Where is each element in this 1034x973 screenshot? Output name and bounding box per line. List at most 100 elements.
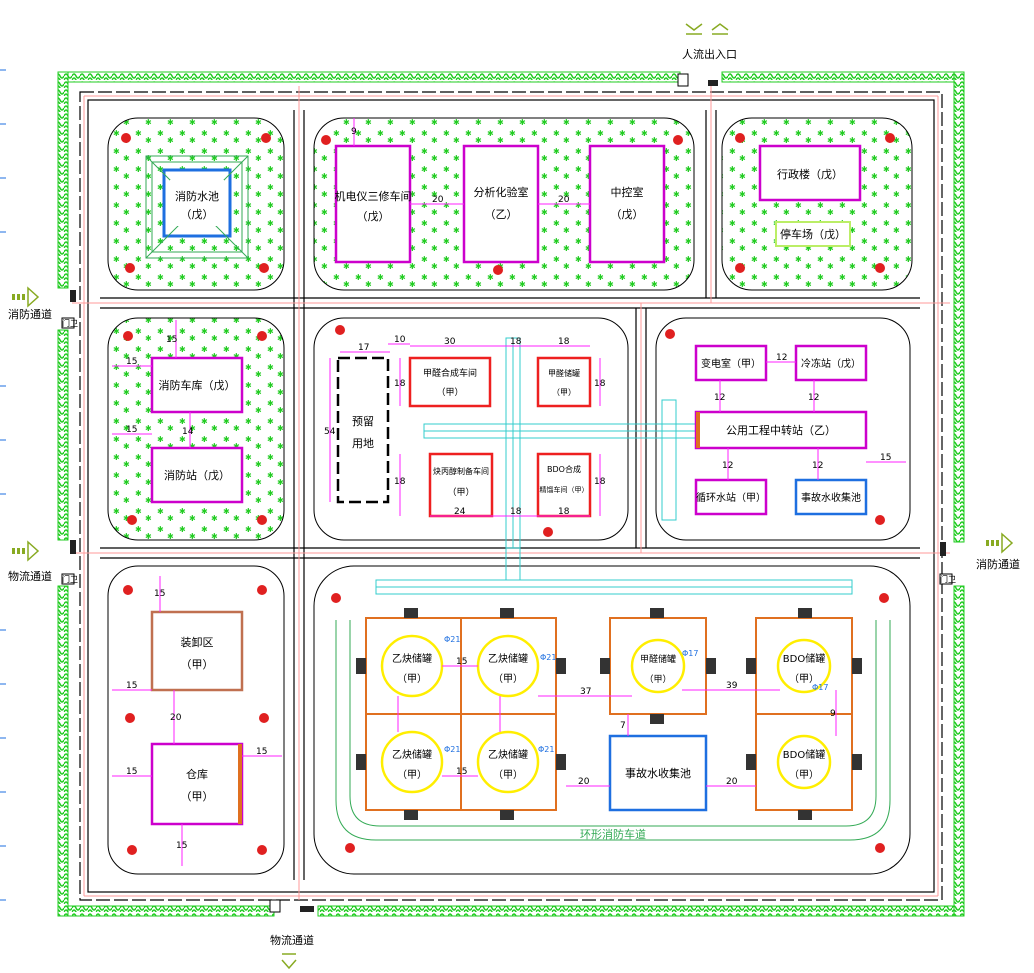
dim-12-c: 12 xyxy=(808,393,819,403)
dim-24: 24 xyxy=(454,507,466,517)
accident-pool-big: 事故水收集池 xyxy=(608,734,708,812)
dim-12-e: 12 xyxy=(812,461,823,471)
dim-15-k: 15 xyxy=(456,767,467,777)
dim-54: 54 xyxy=(324,427,336,437)
fire-access-right-icon xyxy=(986,532,1014,554)
tank-3-dia: Φ21 xyxy=(444,745,460,754)
dim-12-a: 12 xyxy=(776,353,787,363)
reserved-land: 预留 用地 xyxy=(336,356,390,504)
dim-15-i: 15 xyxy=(176,841,187,851)
tank-7-name: BDO储罐 xyxy=(783,748,825,761)
bdo-synth-line1: BDO合成 xyxy=(547,464,581,474)
lab-name: 分析化验室 xyxy=(474,185,529,199)
warehouse-name: 仓库 xyxy=(186,767,208,781)
methanol-tank-class: （甲） xyxy=(552,388,576,397)
tank-3: 乙炔储罐 （甲） Φ21 xyxy=(380,730,460,794)
logistics-left-icon xyxy=(12,540,40,562)
tank-4-class: （甲） xyxy=(493,769,523,781)
tank-6: BDO储罐 （甲） Φ17 xyxy=(776,638,832,694)
utility-name: 公用工程中转站（乙） xyxy=(726,423,836,437)
accident-small-name: 事故水收集池 xyxy=(801,491,861,504)
dim-17: 17 xyxy=(358,343,369,353)
guard-houses: 门卫 门卫 门卫 xyxy=(61,73,956,913)
fire-pool-area: 消防水池 （戊） xyxy=(145,155,249,259)
dim-18-b: 18 xyxy=(558,337,570,347)
tank-3-class: （甲） xyxy=(397,769,427,781)
dim-15-f: 15 xyxy=(126,681,137,691)
loading-name: 装卸区 xyxy=(181,635,214,649)
tank-1-class: （甲） xyxy=(397,673,427,685)
control-name: 中控室 xyxy=(611,185,644,199)
fire-access-left-label: 消防通道 xyxy=(8,307,52,321)
substation-name: 变电室（甲） xyxy=(701,357,761,370)
parking-name: 停车场（戊） xyxy=(780,227,846,241)
circulating-name: 循环水站（甲） xyxy=(696,491,766,504)
control-room: 中控室 （戊） xyxy=(588,144,666,264)
fire-station: 消防站（戊） xyxy=(150,446,244,504)
tank-6-dia: Φ17 xyxy=(812,683,828,692)
tank-4-name: 乙炔储罐 xyxy=(488,748,528,761)
utility-station: 公用工程中转站（乙） xyxy=(694,410,868,450)
perimeter-wall xyxy=(57,71,965,917)
dim-18-g: 18 xyxy=(510,507,522,517)
bdo-synthesis: BDO合成 精馏车间（甲） xyxy=(536,452,592,518)
dim-18-c: 18 xyxy=(394,379,406,389)
tank-1-name: 乙炔储罐 xyxy=(392,652,432,665)
repair-shop: 机电仪三修车间 （戊） xyxy=(335,144,412,264)
methanol-synth-class: （甲） xyxy=(436,387,463,398)
tank-5: 甲醛储罐 （甲） Φ17 xyxy=(630,638,698,694)
fire-hydrants xyxy=(121,133,895,855)
people-entrance-icon xyxy=(685,23,729,35)
fire-station-name: 消防站（戊） xyxy=(164,468,230,482)
dim-20-c: 20 xyxy=(170,713,182,723)
dim-15-g: 15 xyxy=(126,767,137,777)
dim-15-j: 15 xyxy=(456,657,467,667)
dim-18-h: 18 xyxy=(558,507,570,517)
tank-5-name: 甲醛储罐 xyxy=(640,653,676,665)
tank-1: 乙炔储罐 （甲） Φ21 xyxy=(380,634,460,698)
dim-15-b: 15 xyxy=(166,335,177,345)
tank-7-class: （甲） xyxy=(789,769,819,781)
dim-9-b: 9 xyxy=(830,709,836,719)
road-network xyxy=(79,91,943,901)
loading-class: （甲） xyxy=(181,658,214,671)
gate-markers xyxy=(70,80,946,912)
people-entrance-label: 人流出入口 xyxy=(682,47,737,61)
tank-5-dia: Φ17 xyxy=(682,649,698,658)
fire-access-left-icon xyxy=(12,286,40,308)
logistics-bottom-label: 物流通道 xyxy=(270,933,314,947)
tank-3-name: 乙炔储罐 xyxy=(392,748,432,761)
fire-access-right-label: 消防通道 xyxy=(976,557,1020,571)
bdo-synth-line2: 精馏车间（甲） xyxy=(540,485,589,494)
dim-9: 9 xyxy=(351,127,357,137)
repair-shop-class: （戊） xyxy=(357,210,390,223)
control-class: （戊） xyxy=(611,208,644,221)
guard-label-1: 门卫 xyxy=(62,318,78,328)
dim-15-d: 15 xyxy=(880,453,891,463)
methanol-tank-building: 甲醛储罐 （甲） xyxy=(536,356,592,408)
dim-12-d: 12 xyxy=(722,461,733,471)
guard-label-2: 门卫 xyxy=(62,574,78,584)
reserved-line1: 预留 xyxy=(352,415,374,428)
tank-4: 乙炔储罐 （甲） Φ21 xyxy=(476,730,554,794)
fire-pool-class: （戊） xyxy=(181,208,214,221)
lab-class: （乙） xyxy=(485,208,518,221)
logistics-left-label: 物流通道 xyxy=(8,569,52,583)
dim-20-d: 20 xyxy=(578,777,590,787)
plain-blocks xyxy=(313,317,911,875)
tank-2-class: （甲） xyxy=(493,673,523,685)
propargyl-name: 炔丙醇制备车间 xyxy=(433,466,489,476)
warehouse: 仓库 （甲） xyxy=(150,742,244,826)
loading-area: 装卸区 （甲） xyxy=(150,610,244,692)
dim-18-f: 18 xyxy=(594,477,606,487)
dim-12-b: 12 xyxy=(714,393,725,403)
warehouse-class: （甲） xyxy=(181,790,214,803)
cold-name: 冷冻站（戊） xyxy=(801,357,861,370)
substation: 变电室（甲） xyxy=(694,344,768,382)
dim-7: 7 xyxy=(620,721,626,731)
tank-2-dia: Φ21 xyxy=(540,653,556,662)
methanol-tank-name: 甲醛储罐 xyxy=(548,368,580,378)
dim-15-c: 15 xyxy=(126,425,137,435)
dim-20-a: 20 xyxy=(432,195,444,205)
fire-pool-name: 消防水池 xyxy=(175,189,219,203)
